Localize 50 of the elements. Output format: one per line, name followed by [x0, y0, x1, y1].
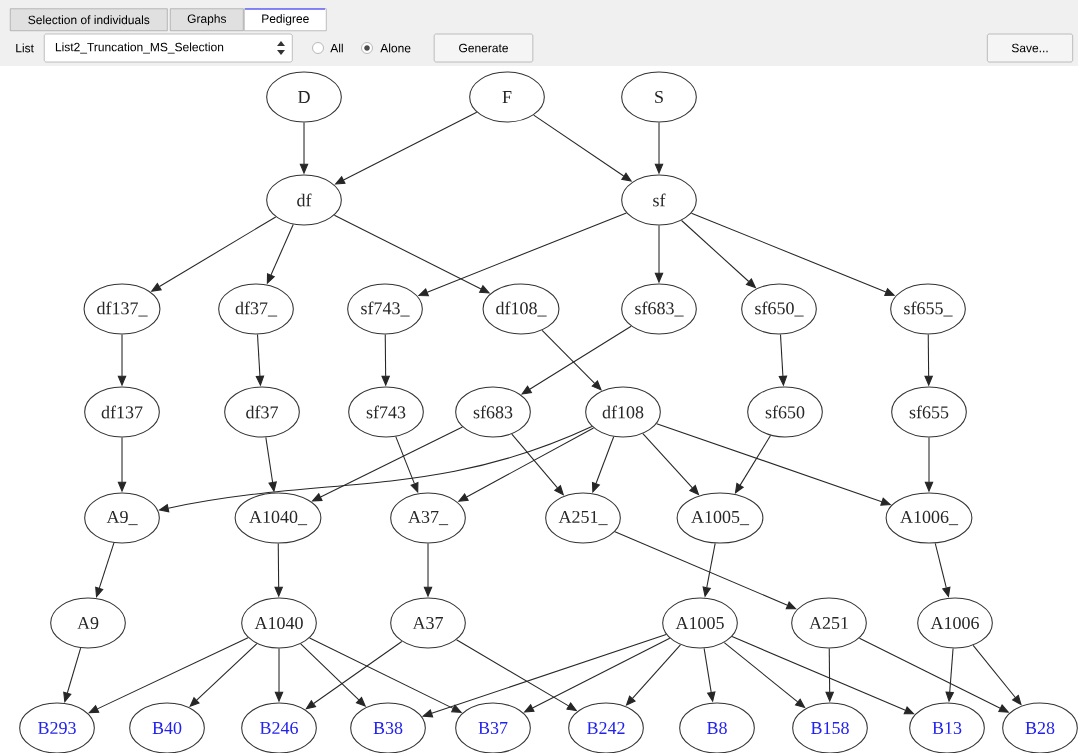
ellipse-node: A251_	[545, 492, 621, 544]
arrow	[614, 531, 797, 610]
dropdown: List2_Truncation_MS_Selection	[44, 33, 293, 63]
button: Generate	[433, 33, 534, 63]
ellipse-node: A1040_	[234, 492, 322, 544]
radio-label: Alone	[380, 43, 411, 53]
ellipse-node: df137_	[83, 283, 161, 335]
ellipse-node: sf650_	[741, 283, 817, 335]
ellipse-node: F	[469, 71, 545, 123]
ellipse-node: df108_	[482, 283, 560, 335]
arrow	[158, 426, 593, 513]
ellipse-node: df	[266, 174, 342, 226]
ellipse-node: sf683	[455, 386, 531, 438]
ellipse-node: A9	[50, 597, 126, 649]
arrow	[723, 642, 806, 709]
arrow	[541, 329, 602, 391]
ellipse-node: sf743_	[347, 283, 423, 335]
ellipse-node: A1005	[662, 597, 738, 649]
tab: Pedigree	[244, 8, 327, 31]
ellipse-node: A37	[390, 597, 466, 649]
arrow	[305, 640, 403, 710]
ellipse-node: D	[266, 71, 342, 123]
ellipse-node: A1040	[241, 597, 317, 649]
ellipse-node: df37	[224, 386, 300, 438]
ellipse-node: sf683_	[621, 283, 697, 335]
ellipse-node: A37_	[390, 492, 466, 544]
ellipse-node: df108	[585, 386, 661, 438]
arrow	[63, 647, 82, 703]
ellipse-node: A1006_	[885, 492, 973, 544]
button: Save...	[987, 33, 1073, 63]
field-label: List	[16, 43, 34, 53]
radio-label: All	[330, 43, 343, 53]
ellipse-node: A251	[791, 597, 867, 649]
ellipse-node: sf655	[891, 386, 967, 438]
ellipse-node: sf655_	[890, 283, 966, 335]
ellipse-node: A9_	[84, 492, 160, 544]
ellipse-node: df37_	[218, 283, 294, 335]
ellipse-node: sf650	[747, 386, 823, 438]
arrow	[734, 435, 772, 494]
ellipse-node: A1006	[917, 597, 993, 649]
ellipse-node: sf	[621, 174, 697, 226]
tab: Graphs	[170, 8, 244, 31]
tab: Selection of individuals	[10, 8, 168, 31]
ellipse-node: S	[621, 71, 697, 123]
ellipse-node: A1005_	[676, 492, 764, 544]
arrow	[95, 542, 115, 598]
arrow	[88, 637, 249, 714]
ellipse-node: sf743	[348, 386, 424, 438]
ellipse-node: df137	[84, 386, 160, 438]
arrow	[731, 636, 915, 715]
